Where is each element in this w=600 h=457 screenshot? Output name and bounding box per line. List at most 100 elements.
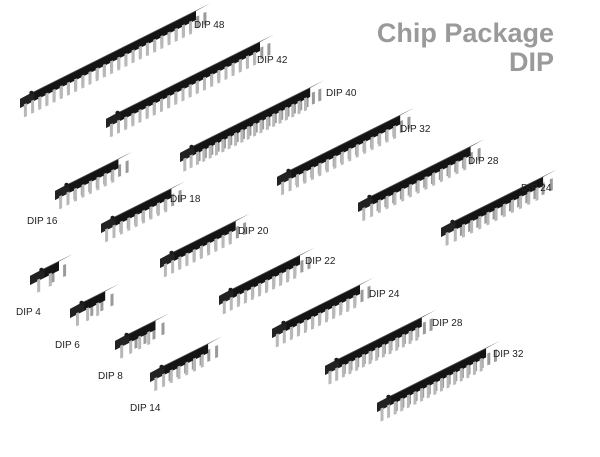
pin-front bbox=[196, 151, 199, 166]
chip-end bbox=[106, 111, 121, 128]
pin-front bbox=[363, 140, 367, 155]
pin-back bbox=[110, 293, 114, 307]
pin-front bbox=[281, 181, 285, 196]
chip-side bbox=[160, 221, 236, 268]
label-dip-20: DIP 20 bbox=[238, 226, 269, 237]
chip-13 bbox=[30, 253, 74, 293]
pin-back bbox=[215, 345, 219, 359]
chip-notch bbox=[29, 90, 34, 96]
chip-end bbox=[20, 91, 35, 108]
chip-notch bbox=[334, 357, 339, 363]
chip-3 bbox=[277, 107, 415, 196]
chip-5 bbox=[441, 169, 558, 246]
pin-front bbox=[527, 191, 531, 206]
pin-front bbox=[74, 78, 78, 93]
pin-front bbox=[221, 234, 225, 249]
pin-front bbox=[355, 357, 359, 372]
chip-end bbox=[150, 365, 165, 382]
chip-12 bbox=[377, 340, 501, 422]
chip-side bbox=[180, 87, 311, 162]
chip-side bbox=[55, 159, 119, 200]
pin-back bbox=[318, 88, 322, 102]
pin-front bbox=[111, 169, 115, 184]
chip-top bbox=[20, 3, 211, 100]
pin-front bbox=[297, 100, 301, 115]
pin-front bbox=[479, 357, 483, 372]
pin-front bbox=[134, 213, 138, 228]
pin-back bbox=[203, 11, 207, 25]
pin-front bbox=[185, 361, 189, 376]
label-dip-32-b: DIP 32 bbox=[493, 349, 524, 360]
pin-front bbox=[333, 155, 337, 170]
pin-front bbox=[341, 363, 345, 378]
chip-end bbox=[30, 268, 45, 285]
chip-top bbox=[377, 340, 501, 403]
pin-front bbox=[228, 230, 232, 245]
chip-end bbox=[325, 358, 340, 375]
pin-front bbox=[203, 76, 206, 91]
pin-front bbox=[217, 69, 221, 84]
label-dip-40: DIP 40 bbox=[326, 88, 357, 99]
pin-front bbox=[227, 135, 231, 150]
pin-front bbox=[293, 265, 297, 280]
label-dip-22: DIP 22 bbox=[305, 256, 336, 267]
pin-front bbox=[31, 99, 35, 114]
pin-front bbox=[453, 371, 457, 386]
pin-back bbox=[243, 222, 247, 236]
chip-end bbox=[377, 395, 392, 412]
chip-notch bbox=[169, 250, 174, 256]
pin-front bbox=[103, 172, 107, 187]
chip-end bbox=[358, 195, 373, 212]
pin-front bbox=[45, 92, 49, 107]
pin-front bbox=[279, 272, 283, 287]
pin-back bbox=[178, 189, 182, 203]
chip-top bbox=[106, 34, 275, 120]
pin-front bbox=[291, 103, 295, 118]
pin-front bbox=[199, 245, 203, 260]
pin-front bbox=[353, 294, 357, 309]
label-dip-32: DIP 32 bbox=[400, 124, 431, 135]
pin-front bbox=[88, 180, 92, 195]
pin-front bbox=[486, 211, 490, 226]
pin-front bbox=[440, 377, 443, 392]
pin-front bbox=[502, 203, 506, 218]
pin-front bbox=[370, 203, 374, 218]
pin-front bbox=[110, 60, 114, 75]
pin-front bbox=[275, 333, 279, 348]
pin-front bbox=[381, 343, 385, 358]
pin-front bbox=[189, 20, 193, 35]
pin-front bbox=[393, 400, 397, 415]
pin-front bbox=[447, 164, 451, 179]
chip-9 bbox=[219, 247, 315, 315]
label-dip-42: DIP 42 bbox=[257, 55, 288, 66]
pin-front bbox=[112, 224, 116, 239]
pin-front bbox=[23, 103, 27, 118]
pin-front bbox=[185, 252, 189, 267]
pin-back bbox=[118, 164, 122, 177]
pin-front bbox=[318, 162, 322, 177]
pin-front bbox=[156, 202, 160, 217]
pin-front bbox=[282, 329, 286, 344]
chip-notch bbox=[79, 300, 84, 306]
pin-front bbox=[163, 263, 167, 278]
pin-front bbox=[284, 106, 288, 121]
pin-front bbox=[440, 168, 443, 183]
pin-front bbox=[86, 307, 90, 322]
pin-front bbox=[117, 119, 120, 134]
chip-top bbox=[277, 107, 415, 177]
pin-front bbox=[142, 209, 146, 224]
label-dip-18: DIP 18 bbox=[170, 194, 201, 205]
chip-top bbox=[358, 138, 485, 203]
pin-front bbox=[59, 195, 63, 210]
chip-notch bbox=[159, 364, 164, 370]
chip-side bbox=[150, 344, 209, 382]
pin-front bbox=[243, 289, 247, 304]
pin-front bbox=[445, 231, 449, 246]
pin-front bbox=[400, 397, 404, 412]
pin-front bbox=[221, 138, 225, 153]
pin-front bbox=[146, 42, 149, 57]
chip-notch bbox=[281, 320, 286, 326]
pin-front bbox=[393, 125, 397, 140]
pin-back bbox=[360, 289, 364, 303]
pin-front bbox=[207, 241, 211, 256]
